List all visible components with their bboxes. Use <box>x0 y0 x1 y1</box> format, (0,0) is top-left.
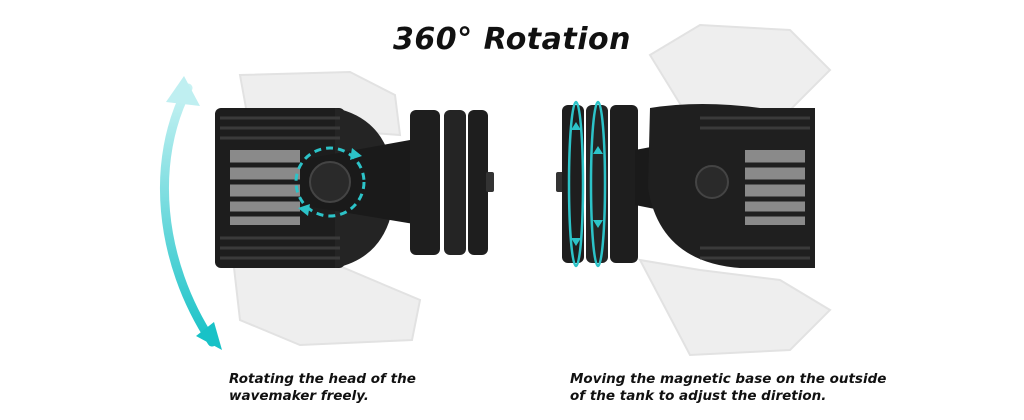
caption-left: Rotating the head of the wavemaker freel… <box>229 371 416 405</box>
tilt-arrow-top-icon <box>166 76 200 106</box>
caption-left-line1: Rotating the head of the <box>229 371 416 387</box>
caption-left-line2: wavemaker freely. <box>229 388 369 404</box>
rotation-arrowhead-icon <box>350 148 362 160</box>
right-pivot-knob <box>695 165 729 199</box>
left-magnet-base <box>410 110 494 255</box>
tilt-arrow-icon <box>159 83 217 347</box>
rotation-arrowhead-icon <box>298 204 310 216</box>
tilt-arrow-bottom-icon <box>196 322 222 350</box>
left-wavemaker <box>159 70 494 350</box>
caption-right-line2: of the tank to adjust the diretion. <box>570 388 827 404</box>
base-arrow-icons <box>571 122 603 246</box>
right-ghost-silhouette <box>638 23 832 357</box>
left-pivot-knob <box>309 161 351 203</box>
right-wavemaker <box>556 23 832 357</box>
caption-right-line1: Moving the magnetic base on the outside <box>570 371 887 387</box>
base-rotation-rings <box>567 100 607 268</box>
right-magnet-base <box>556 105 638 263</box>
page-title: 360° Rotation <box>393 22 631 57</box>
left-rotation-ring <box>294 146 366 218</box>
caption-right: Moving the magnetic base on the outside … <box>570 371 886 405</box>
right-pump-housing <box>648 104 815 268</box>
